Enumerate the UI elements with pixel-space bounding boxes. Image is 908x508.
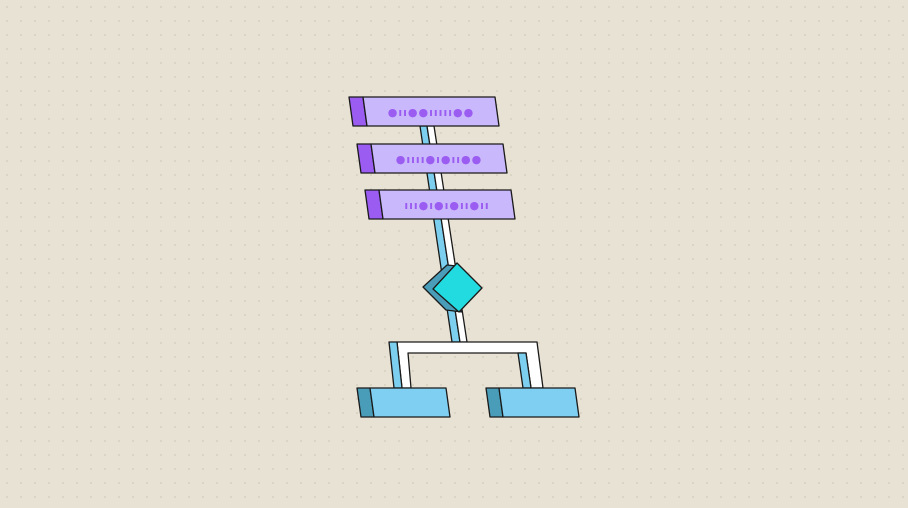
- box-body: [369, 387, 451, 418]
- diamond-icon: [432, 262, 483, 313]
- bar-body: [362, 96, 500, 127]
- output-box-left: [356, 387, 451, 418]
- bar-2-bits: ●ıııı●ı●ıı●●: [396, 153, 482, 166]
- bar-3-bits: ııı●ı●ı●ıı●ıı: [404, 199, 489, 212]
- bar-body: [378, 189, 516, 220]
- bar-body: [370, 143, 508, 174]
- code-bar-1: [348, 96, 500, 127]
- box-body: [498, 387, 580, 418]
- code-bar-3: [364, 189, 516, 220]
- bar-1-bits: ●ıı●●ııııı●●: [388, 106, 474, 119]
- output-box-right: [485, 387, 580, 418]
- code-bar-2: [356, 143, 508, 174]
